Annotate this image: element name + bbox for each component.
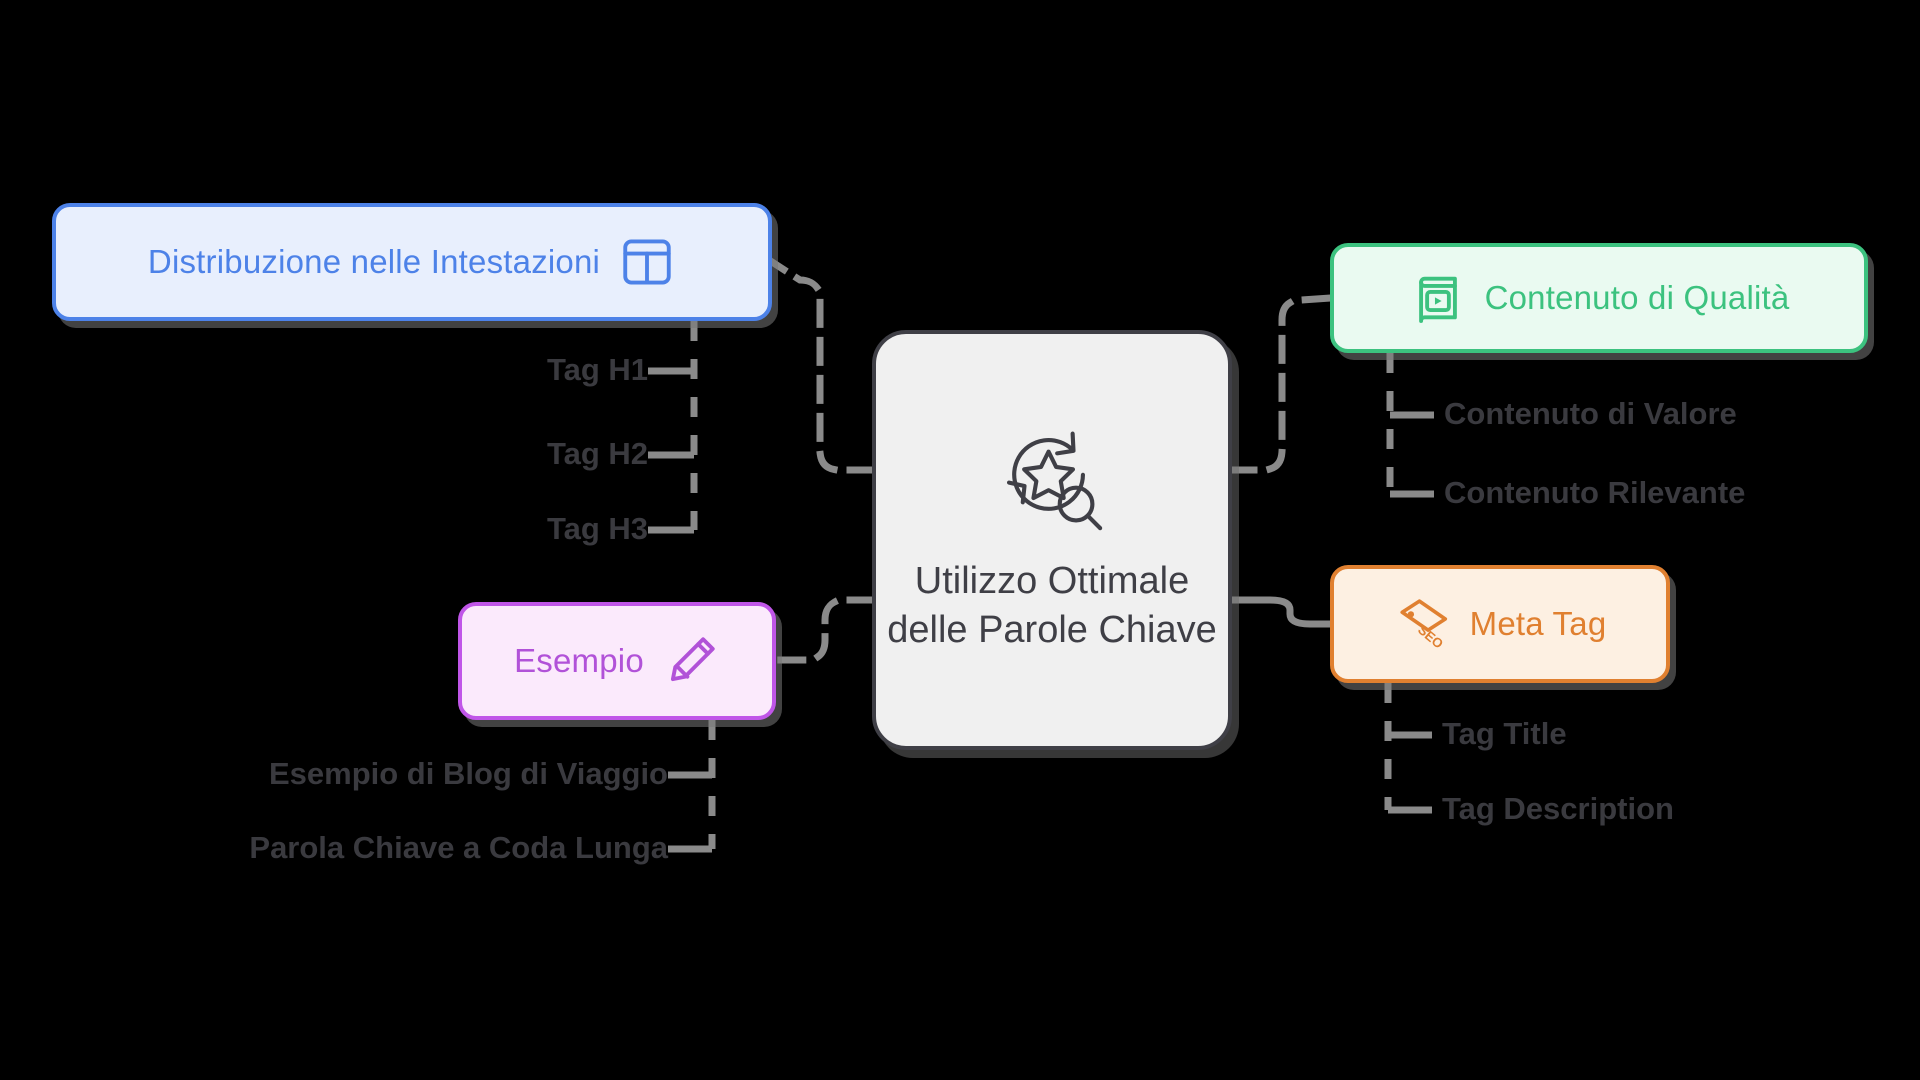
sub-label-contenuto-valore: Contenuto di Valore	[1444, 396, 1737, 431]
sub-label-contenuto-rilevante: Contenuto Rilevante	[1444, 475, 1746, 510]
branch-node-quality[interactable]: Contenuto di Qualità	[1330, 243, 1868, 353]
branch-node-example[interactable]: Esempio	[458, 602, 776, 720]
wire-center-to-example	[772, 596, 876, 664]
branch-node-quality-label: Contenuto di Qualità	[1484, 279, 1790, 316]
branch-node-meta[interactable]: SEO Meta Tag	[1330, 565, 1670, 683]
wire-center-to-headings	[767, 257, 876, 474]
sub-label-tag-title: Tag Title	[1442, 716, 1567, 751]
pencil-icon	[662, 632, 720, 690]
branch-node-meta-label: Meta Tag	[1469, 605, 1607, 642]
star-refresh-magnifier-icon	[997, 425, 1107, 535]
svg-text:SEO: SEO	[1415, 622, 1446, 652]
wire-center-to-meta	[1228, 596, 1334, 628]
sub-label-tag-h3: Tag H3	[546, 511, 648, 546]
center-node[interactable]: Utilizzo Ottimale delle Parole Chiave	[872, 330, 1232, 750]
sub-label-tag-h2: Tag H2	[546, 436, 648, 471]
sub-label-tag-h1: Tag H1	[546, 352, 648, 387]
layout-columns-icon	[618, 233, 676, 291]
sub-label-tag-description: Tag Description	[1442, 791, 1674, 826]
center-node-title: Utilizzo Ottimale delle Parole Chiave	[887, 560, 1217, 651]
branch-node-headings-label: Distribuzione nelle Intestazioni	[147, 243, 601, 280]
sub-label-parola-chiave: Parola Chiave a Coda Lunga	[249, 830, 668, 865]
branch-node-example-label: Esempio	[514, 642, 644, 679]
branch-node-headings[interactable]: Distribuzione nelle Intestazioni	[52, 203, 772, 321]
book-play-icon	[1409, 269, 1467, 327]
sub-label-esempio-blog: Esempio di Blog di Viaggio	[268, 756, 668, 791]
wire-center-to-quality	[1228, 294, 1334, 474]
seo-tag-icon: SEO	[1394, 595, 1452, 653]
